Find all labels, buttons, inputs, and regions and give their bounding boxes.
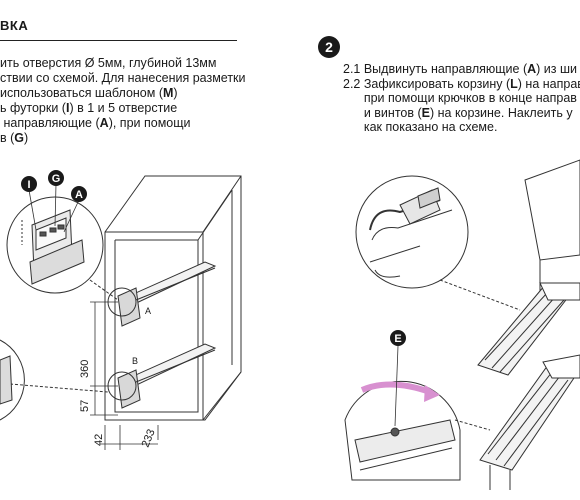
part-reference-letter: A xyxy=(527,62,537,76)
right-cabinet xyxy=(524,159,580,300)
section-2-instruction-line: и винтов (E) на корзине. Наклеить у xyxy=(343,105,573,120)
part-reference-letter: M xyxy=(162,86,174,100)
callout-a-label: A xyxy=(75,189,83,201)
cabinet-drawing xyxy=(104,175,242,421)
detail-circle-top xyxy=(6,196,119,301)
callout-e-icon xyxy=(390,330,406,346)
callout-a-icon xyxy=(71,186,87,202)
callout-a-group: A xyxy=(63,186,87,233)
section-1-instruction-line: ствии со схемой. Для нанесения разметки xyxy=(0,71,246,85)
dimension-42: 42 xyxy=(93,434,105,446)
callout-i-icon xyxy=(21,176,37,192)
section-1-heading: ВКА xyxy=(0,18,29,33)
section-1-instruction-line: в (G) xyxy=(0,131,29,145)
callout-i-group: I xyxy=(21,176,37,231)
dimension-57: 57 xyxy=(79,400,91,412)
part-reference-letter: E xyxy=(421,105,430,120)
basket-lower xyxy=(479,354,580,490)
part-reference-letter: I xyxy=(65,101,70,115)
section-1-instruction-line: ить отверстия Ø 5мм, глубиной 13мм xyxy=(0,56,217,70)
step-2-badge: 2 xyxy=(318,36,340,58)
right-detail-circle-bottom xyxy=(344,380,461,481)
lower-rail xyxy=(117,343,217,409)
section-1-instruction-line: ь футорки (I) в 1 и 5 отверстие xyxy=(0,101,178,115)
callout-e-group: E xyxy=(390,330,406,427)
section-1-instruction-line: использоваться шаблоном (M) xyxy=(0,86,178,100)
callout-i-label: I xyxy=(27,179,30,191)
basket-upper xyxy=(477,282,580,376)
part-reference-letter: A xyxy=(99,116,109,130)
rail-a-label: A xyxy=(145,306,151,316)
section-1-rule xyxy=(0,40,237,41)
callout-g-icon xyxy=(48,170,64,186)
dimension-360: 360 xyxy=(79,360,91,378)
section-2-instruction-line: 2.1 Выдвинуть направляющие (A) из ши xyxy=(343,62,577,76)
rail-b-label: B xyxy=(132,356,138,366)
section-1-instruction-line: направляющие (A), при помощи xyxy=(0,116,191,130)
section-2-instruction-line: при помощи крючков в конце направ xyxy=(343,91,577,105)
callout-e-label: E xyxy=(394,333,401,345)
part-reference-letter: L xyxy=(510,76,518,91)
section-2-instruction-line: 2.2 Зафиксировать корзину (L) на направ xyxy=(343,76,580,91)
right-detail-circle-top xyxy=(355,175,469,289)
detail-circle-bottom xyxy=(0,339,109,421)
callout-g-label: G xyxy=(52,173,61,185)
part-reference-letter: G xyxy=(14,131,25,145)
dimension-233: 233 xyxy=(140,428,158,450)
callout-g-group: G xyxy=(48,170,64,227)
upper-rail xyxy=(117,261,217,327)
section-2-instruction-line: как показано на схеме. xyxy=(343,120,498,134)
